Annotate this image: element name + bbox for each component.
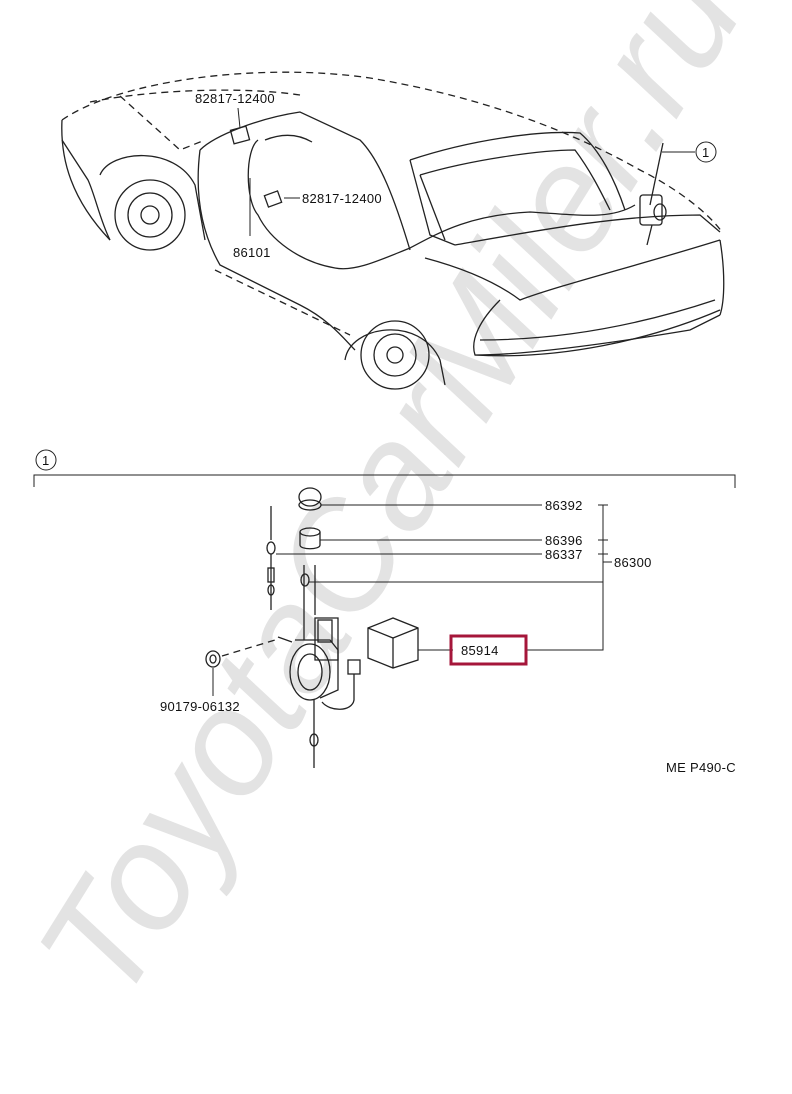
label-clip-upper: 82817-12400: [195, 91, 275, 106]
label-grommet: 90179-06132: [160, 699, 240, 714]
label-cap: 86392: [545, 498, 583, 513]
label-clip-lower: 82817-12400: [302, 191, 382, 206]
label-nut: 86396: [545, 533, 583, 548]
label-assembly: 86300: [614, 555, 652, 570]
label-cable: 86101: [233, 245, 271, 260]
antenna-exploded-view: [205, 487, 419, 768]
car-illustration: [61, 71, 725, 390]
label-relay[interactable]: 85914: [461, 643, 499, 658]
label-rod: 86337: [545, 547, 583, 562]
callout-circle-detail[interactable]: [35, 449, 57, 471]
callout-circle-top[interactable]: [695, 141, 717, 163]
reference-code: ME P490-C: [666, 760, 736, 775]
callout-detail-number: 1: [42, 453, 50, 468]
highlight-box[interactable]: [449, 634, 528, 666]
watermark: ToyotaCarMiler.ru: [5, 0, 773, 1027]
callout-top-number: 1: [702, 145, 710, 160]
